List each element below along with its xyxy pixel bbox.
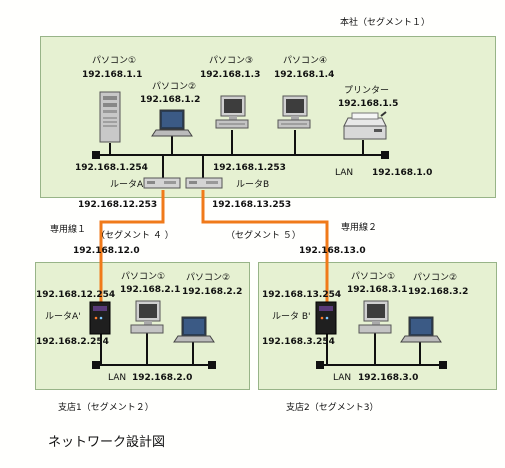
leased-line-2-segment: （セグメント ５） (226, 231, 301, 241)
router-a-wan-ip: 192.168.12.253 (78, 200, 158, 210)
leased-line-2-network: 192.168.13.0 (299, 246, 366, 256)
hq-pc3-label: パソコン③ (209, 56, 254, 66)
hq-pc1-label: パソコン① (92, 56, 137, 66)
router-a-icon (143, 177, 181, 189)
hq-pc1-ip: 192.168.1.1 (82, 70, 143, 80)
branch1-lan-label: LAN (108, 373, 127, 383)
hq-pc4-label: パソコン④ (283, 56, 328, 66)
leased-line-1 (99, 190, 165, 306)
branch2-pc1-label: パソコン① (351, 272, 396, 282)
hq-printer-ip: 192.168.1.5 (338, 99, 399, 109)
hq-title: 本社（セグメント１） (340, 18, 431, 28)
leased-line-1-label: 専用線１ (50, 225, 87, 235)
hq-lan-terminator-left (92, 151, 100, 159)
hq-pc4-ip: 192.168.1.4 (274, 70, 335, 80)
hq-lan-terminator-right (381, 151, 389, 159)
branch1-pc1-monitor-icon (130, 300, 164, 334)
branch1-pc2-laptop-icon (173, 316, 215, 343)
hq-pc1-tower-icon (99, 91, 121, 143)
branch2-pc2-label: パソコン② (413, 273, 458, 283)
branch2-lan-network: 192.168.3.0 (358, 373, 419, 383)
router-b-prime-lan-ip: 192.168.3.254 (262, 337, 335, 347)
hq-lan-network: 192.168.1.0 (372, 168, 433, 178)
router-b-hq-ip: 192.168.1.253 (213, 163, 286, 173)
router-b-prime-icon (315, 301, 337, 335)
branch2-title: 支店2（セグメント3） (286, 403, 379, 413)
hq-pc2-label: パソコン② (152, 82, 197, 92)
router-b-wan-ip: 192.168.13.253 (212, 200, 292, 210)
branch1-pc1-label: パソコン① (121, 272, 166, 282)
hq-pc2-laptop-icon (151, 109, 193, 137)
leased-line-2 (201, 190, 329, 306)
leased-line-1-network: 192.168.12.0 (73, 246, 140, 256)
router-b-icon (185, 177, 223, 189)
diagram-title: ネットワーク設計図 (48, 435, 166, 450)
router-a-prime-label: ルータA' (45, 312, 81, 322)
branch1-pc1-ip: 192.168.2.1 (120, 285, 181, 295)
branch1-pc2-ip: 192.168.2.2 (182, 287, 243, 297)
router-a-prime-wan-ip: 192.168.12.254 (36, 290, 116, 300)
hq-pc3-ip: 192.168.1.3 (200, 70, 261, 80)
hq-pc2-ip: 192.168.1.2 (140, 95, 201, 105)
branch1-title: 支店1（セグメント２） (58, 403, 154, 413)
router-a-label: ルータA (110, 180, 144, 190)
branch2-pc1-ip: 192.168.3.1 (347, 285, 408, 295)
leased-line-1-segment: （セグメント ４ ） (96, 231, 174, 241)
router-b-label: ルータB (236, 180, 270, 190)
hq-pc3-monitor-icon (215, 95, 249, 129)
router-a-hq-ip: 192.168.1.254 (75, 163, 148, 173)
router-a-prime-lan-ip: 192.168.2.254 (36, 337, 109, 347)
branch2-pc2-ip: 192.168.3.2 (408, 287, 469, 297)
branch1-pc2-label: パソコン② (186, 273, 231, 283)
router-a-prime-icon (89, 301, 111, 335)
hq-printer-label: プリンター (344, 86, 390, 96)
branch2-lan-label: LAN (333, 373, 352, 383)
hq-lan-label: LAN (335, 168, 354, 178)
branch2-pc1-monitor-icon (358, 300, 392, 334)
router-b-prime-wan-ip: 192.168.13.254 (262, 290, 342, 300)
router-b-prime-label: ルータ B' (272, 312, 311, 322)
branch2-pc2-laptop-icon (400, 316, 442, 343)
hq-printer-icon (343, 111, 387, 140)
hq-pc4-monitor-icon (277, 95, 311, 129)
branch1-lan-network: 192.168.2.0 (132, 373, 193, 383)
leased-line-2-label: 専用線２ (341, 223, 378, 233)
